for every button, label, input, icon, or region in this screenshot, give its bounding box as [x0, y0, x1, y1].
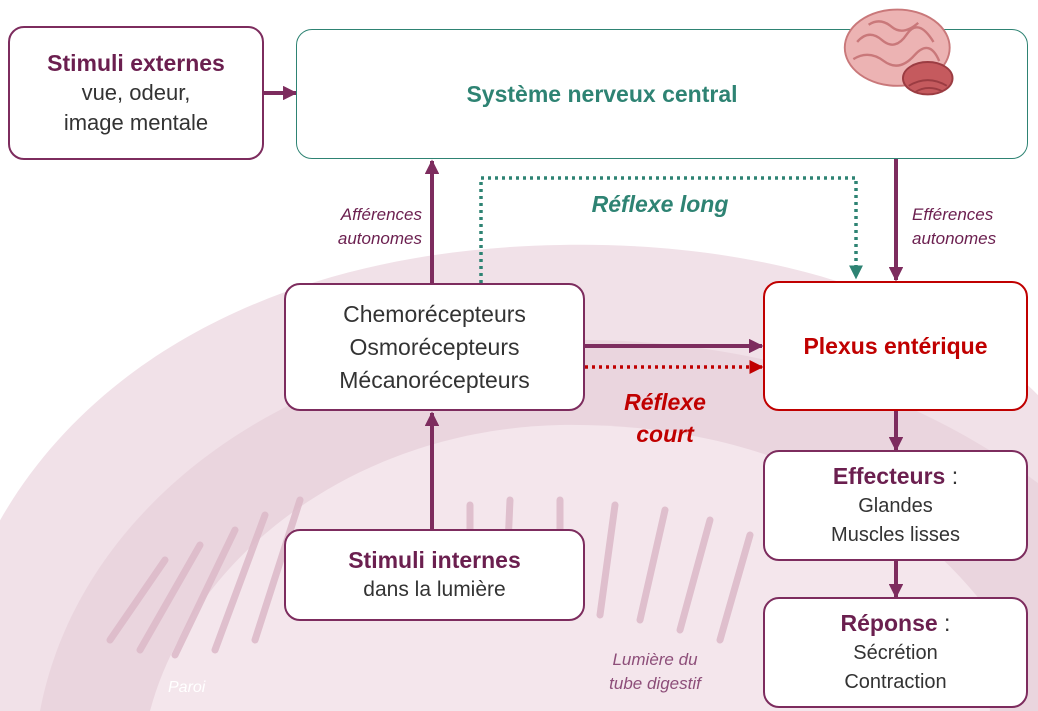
efferences-label-line1: Efférences	[912, 205, 994, 224]
reponse-title: Réponse	[840, 610, 938, 636]
efferences-label-line2: autonomes	[912, 229, 997, 248]
paroi-label: Paroi	[168, 679, 206, 696]
effecteurs-colon: :	[945, 463, 959, 489]
effecteurs-title: Effecteurs	[832, 463, 946, 489]
stimuli-externes-line1: vue, odeur,	[81, 80, 191, 105]
stimuli-externes-title: Stimuli externes	[47, 50, 225, 76]
reponse-line2: Contraction	[844, 671, 947, 693]
receptor-item-osmo: Osmorécepteurs	[349, 333, 520, 360]
plexus-title: Plexus entérique	[803, 332, 988, 359]
brain-icon	[843, 8, 954, 96]
effecteurs-line1: Glandes	[858, 495, 933, 517]
receptor-item-meca: Mécanorécepteurs	[339, 366, 530, 393]
effecteurs-heading: Effecteurs :	[833, 461, 958, 492]
reflexe-court-label: Réflexe court	[600, 386, 730, 450]
lumiere-label-line2: tube digestif	[609, 674, 701, 693]
stimuli-externes-line2: image mentale	[63, 110, 209, 135]
receptor-item-chemo: Chemorécepteurs	[343, 300, 526, 327]
effecteurs-box: Effecteurs : Glandes Muscles lisses	[763, 450, 1028, 561]
receptors-box: Chemorécepteurs Osmorécepteurs Mécanoréc…	[284, 283, 585, 411]
lumiere-label-line1: Lumière du	[612, 650, 698, 669]
reflexe-court-label-line2: court	[636, 421, 694, 447]
snc-title: Système nerveux central	[466, 80, 738, 107]
stimuli-externes-box: Stimuli externes vue, odeur, image menta…	[8, 26, 264, 160]
effecteurs-line2: Muscles lisses	[831, 524, 960, 546]
afferences-label: Afférences autonomes	[306, 203, 422, 251]
reponse-box: Réponse : Sécrétion Contraction	[763, 597, 1028, 708]
plexus-box: Plexus entérique	[763, 281, 1028, 411]
lumiere-label: Lumière du tube digestif	[580, 648, 730, 696]
afferences-label-line2: autonomes	[337, 229, 422, 248]
efferences-label: Efférences autonomes	[912, 203, 1032, 251]
reponse-heading: Réponse :	[841, 608, 951, 639]
afferences-label-line1: Afférences	[340, 205, 422, 224]
stimuli-internes-title: Stimuli internes	[348, 547, 521, 573]
reflexe-court-label-line1: Réflexe	[624, 389, 706, 415]
reponse-line1: Sécrétion	[853, 642, 938, 664]
reponse-colon: :	[937, 610, 951, 636]
stimuli-internes-box: Stimuli internes dans la lumière	[284, 529, 585, 621]
reflexe-long-label: Réflexe long	[591, 191, 729, 217]
stimuli-internes-subtitle: dans la lumière	[363, 578, 506, 601]
